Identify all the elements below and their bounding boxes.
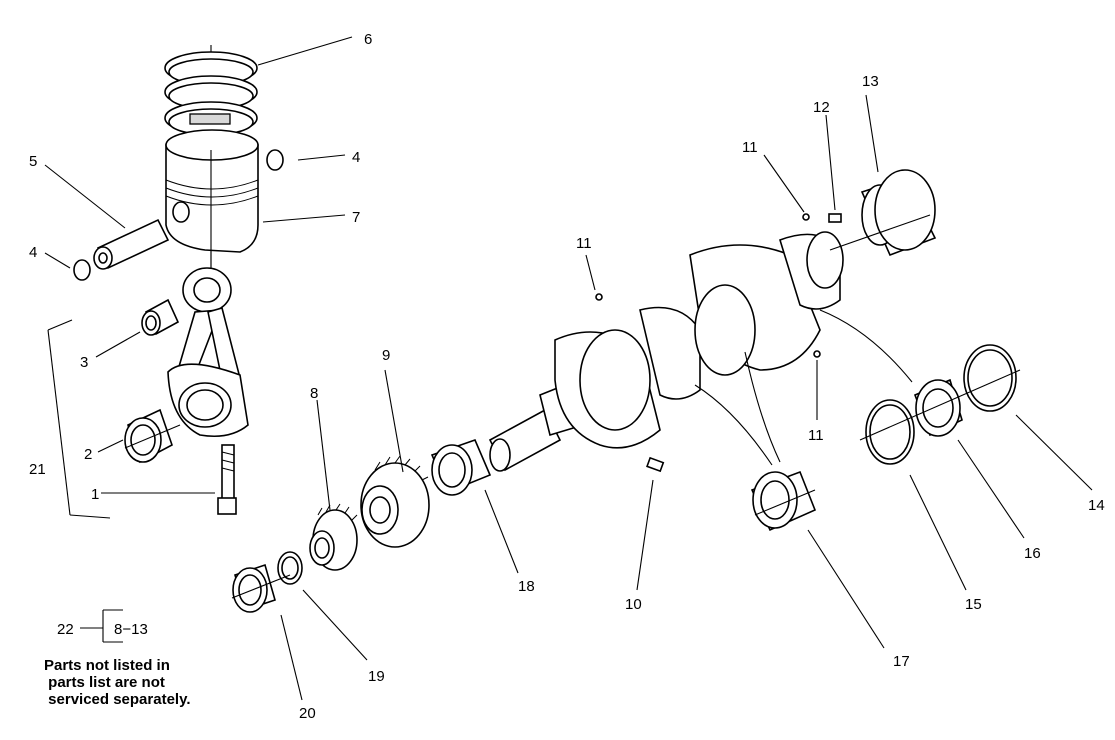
connecting-rod <box>167 267 249 438</box>
service-note: Parts not listed in parts list are not s… <box>44 657 190 708</box>
end-bearing <box>231 563 291 613</box>
circlip-left <box>73 259 91 281</box>
piston-ring-set <box>164 45 258 300</box>
group-id-22: 22 <box>57 621 74 638</box>
callout-4-right: 4 <box>352 149 360 166</box>
service-note-line-3: serviced separately. <box>44 691 191 708</box>
callout-14: 14 <box>1088 497 1105 514</box>
plug-upper <box>802 213 810 221</box>
seal-ring <box>277 551 303 585</box>
callout-8: 8 <box>310 385 318 402</box>
snap-ring-14 <box>963 344 1017 412</box>
circlip-right <box>266 149 284 171</box>
main-bearing-front <box>430 438 492 496</box>
wrist-pin <box>93 218 170 270</box>
callout-11-right: 11 <box>808 427 824 444</box>
callout-20: 20 <box>299 705 316 722</box>
bearing-rear <box>829 169 937 257</box>
rod-bolt <box>217 444 237 515</box>
plug-left <box>595 293 603 301</box>
crankshaft <box>488 231 844 472</box>
callout-9: 9 <box>382 347 390 364</box>
callout-15: 15 <box>965 596 982 613</box>
piston <box>165 129 259 300</box>
dowel-pin <box>828 213 842 223</box>
gear-small <box>309 503 358 571</box>
big-end-bearing <box>124 408 181 464</box>
callout-2: 2 <box>84 446 92 463</box>
assembly-bracket-21 <box>47 319 111 519</box>
callout-18: 18 <box>518 578 535 595</box>
small-end-bushing <box>141 298 180 336</box>
callout-1: 1 <box>91 486 99 503</box>
snap-ring-15 <box>859 369 1021 465</box>
leader-lines <box>44 36 1093 701</box>
callout-5: 5 <box>29 153 37 170</box>
service-note-line-1: Parts not listed in <box>44 657 170 674</box>
callout-6: 6 <box>364 31 372 48</box>
group-range: 8−13 <box>114 621 148 638</box>
callout-7: 7 <box>352 209 360 226</box>
callout-3: 3 <box>80 354 88 371</box>
gear-large <box>360 455 430 548</box>
plug-right <box>813 350 821 358</box>
callout-16: 16 <box>1024 545 1041 562</box>
callout-21: 21 <box>29 461 46 478</box>
service-note-line-2: parts list are not <box>44 674 165 691</box>
bearing-center <box>750 470 817 532</box>
callout-11-top: 11 <box>742 139 758 156</box>
callout-10: 10 <box>625 596 642 613</box>
callout-labels: 1 2 3 4 4 5 6 7 8 9 10 11 11 11 12 13 14… <box>29 31 1105 722</box>
bearing-16 <box>913 378 963 437</box>
callout-13: 13 <box>862 73 879 90</box>
assembly-arrows <box>694 309 913 466</box>
callout-12: 12 <box>813 99 830 116</box>
callout-11-left: 11 <box>576 235 592 252</box>
callout-17: 17 <box>893 653 910 670</box>
callout-4-left: 4 <box>29 244 37 261</box>
callout-19: 19 <box>368 668 385 685</box>
group-bracket-22 <box>80 609 123 643</box>
key <box>646 456 665 473</box>
